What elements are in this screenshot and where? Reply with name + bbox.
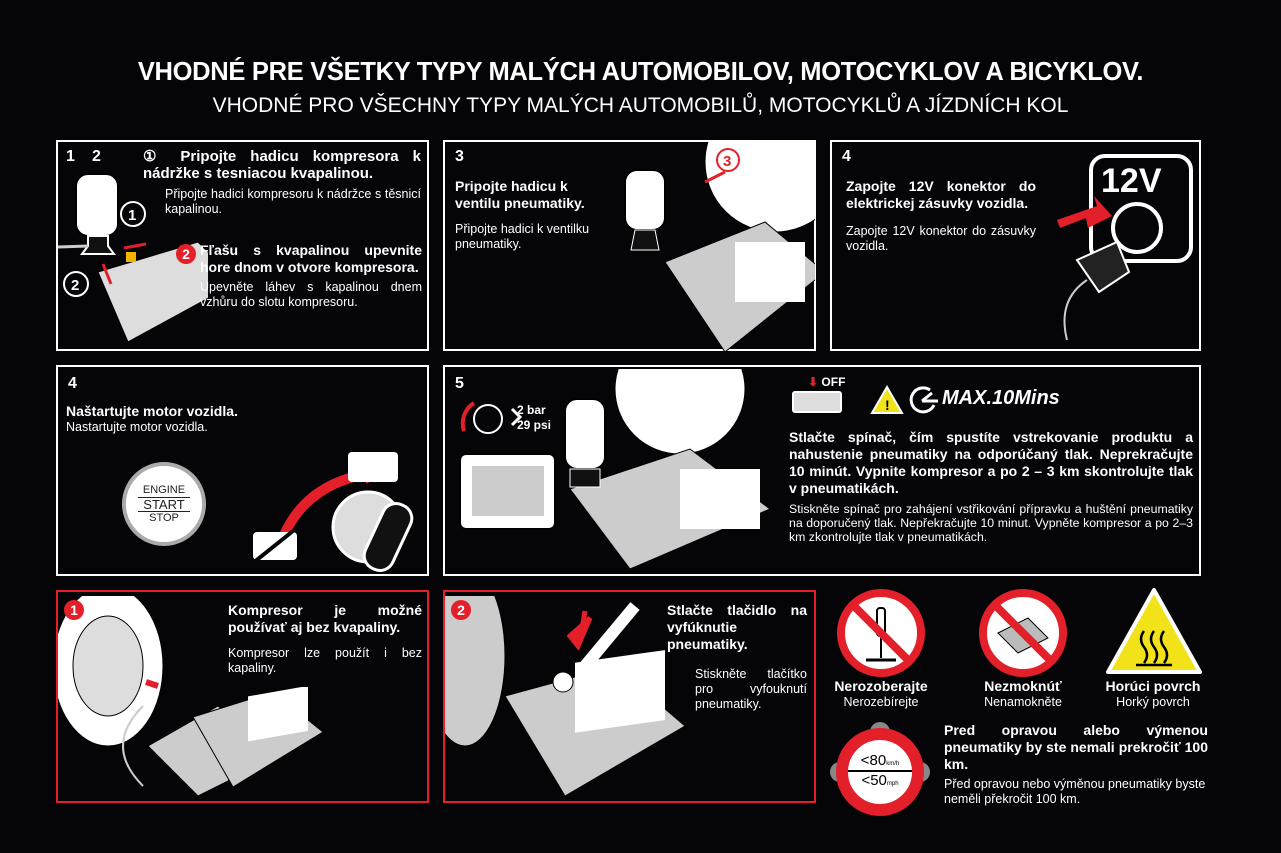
speed-kmh-unit: km/h: [886, 761, 900, 767]
speed-note: Pred opravou alebo výmenou pneumatiky by…: [944, 722, 1208, 807]
panel-note-2: 2 Stlačte tlačidlo na vyfúknutie pneumat…: [443, 590, 816, 803]
svg-text:12V: 12V: [1101, 162, 1162, 200]
note-2-normal: Stiskněte tlačítko pro vyfouknutí pneuma…: [695, 667, 807, 711]
warning-label-normal: Nerozebírejte: [843, 695, 919, 709]
timer-icon: [909, 386, 938, 414]
title-czech: VHODNÉ PRO VŠECHNY TYPY MALÝCH AUTOMOBIL…: [212, 94, 1069, 117]
panel-step-3: 3 3 Pripojte hadicu k ventilu pneumatiky…: [443, 140, 816, 351]
instruction-3: Pripojte hadicu k ventilu pneumatiky. Př…: [455, 178, 615, 252]
engine-start-stop-button: ENGINE START STOP: [122, 462, 206, 546]
warning-hot-surface: Horúci povrch Horký povrch: [1088, 678, 1218, 710]
pressure-bar: 2 bar: [517, 403, 546, 417]
speed-limit-face: <80km/h <50mph: [836, 728, 924, 816]
no-disassembly-icon: [837, 589, 925, 677]
warning-no-disassembly: Nerozoberajte Nerozebírejte: [816, 678, 946, 710]
max-time-label: MAX.10Mins: [942, 387, 1060, 409]
warning-label-normal: Nenamokněte: [984, 695, 1062, 709]
ignition-key-illustration: [248, 452, 414, 572]
deflate-button-illustration: [445, 596, 685, 797]
note-2-bold: Stlačte tlačidlo na vyfúknutie pneumatik…: [667, 602, 807, 652]
instruction-4a: Zapojte 12V konektor do elektrickej zásu…: [846, 178, 1036, 254]
12v-socket-illustration: 12V: [1057, 154, 1193, 341]
svg-text:2: 2: [71, 277, 79, 294]
instruction-2-bold: Fľašu s kvapalinou upevnite hore dnom v …: [200, 242, 422, 275]
power-switch-icon: [792, 391, 842, 413]
instruction-1-bold: ① Pripojte hadicu kompresora k nádržke s…: [143, 148, 421, 182]
panel-note-1: 1 Kompresor je možné používať aj bez kva…: [56, 590, 429, 803]
instruction-4a-normal: Zapojte 12V konektor do zásuvky vozidla.: [846, 224, 1036, 253]
pressure-psi: 29 psi: [517, 418, 552, 432]
instruction-5-normal: Stiskněte spínač pro zahájení vstřikován…: [789, 502, 1193, 544]
callout-2-badge: 2: [176, 244, 196, 264]
title-slovak: VHODNÉ PRE VŠETKY TYPY MALÝCH AUTOMOBILO…: [137, 58, 1144, 86]
hose-tire-illustration: 3: [624, 142, 815, 351]
speed-kmh: <80: [860, 752, 887, 769]
step-number: 4: [68, 375, 77, 392]
speed-mph: <50: [861, 772, 887, 789]
warning-label-bold: Nezmoknúť: [984, 678, 1062, 694]
keep-dry-icon: [979, 589, 1067, 677]
note-number-badge: 1: [64, 600, 84, 620]
panel-step-5: 5 2 bar 29 psi ⬇ OFF ! MAX.10Mins Stlačt…: [443, 365, 1201, 576]
note-number-badge: 2: [451, 600, 471, 620]
instruction-5-bold: Stlačte spínač, čím spustíte vstrekovani…: [789, 429, 1193, 496]
note-1-bold: Kompresor je možné používať aj bez kvapa…: [228, 602, 422, 635]
speed-note-normal: Před opravou nebo výměnou pneumatiky bys…: [944, 777, 1206, 806]
step-number: 5: [455, 375, 464, 392]
button-line: START: [138, 497, 190, 512]
warning-keep-dry: Nezmoknúť Nenamokněte: [958, 678, 1088, 710]
speed-limit-sign: <80km/h <50mph: [830, 722, 930, 822]
hot-surface-icon: [1106, 588, 1202, 674]
bottle-compressor-illustration: 1 2: [58, 173, 208, 343]
note-1-text: Kompresor je možné používať aj bez kvapa…: [228, 602, 422, 676]
instruction-4a-bold: Zapojte 12V konektor do elektrickej zásu…: [846, 178, 1036, 211]
off-label: ⬇ OFF: [808, 375, 846, 389]
instruction-1-normal: Připojte hadici kompresoru k nádržce s t…: [165, 187, 421, 216]
svg-text:!: !: [885, 397, 890, 413]
instruction-1: ① Pripojte hadicu kompresora k nádržke s…: [143, 148, 421, 217]
pressure-readout: 2 bar 29 psi: [517, 403, 551, 433]
instruction-3-normal: Připojte hadici k ventilku pneumatiky.: [455, 222, 590, 251]
instruction-2: Fľašu s kvapalinou upevnite hore dnom v …: [200, 242, 422, 310]
instruction-4b: Naštartujte motor vozidla. Nastartujte m…: [66, 403, 238, 435]
note-1-normal: Kompresor lze použít i bez kapaliny.: [228, 646, 422, 675]
warning-label-bold: Horúci povrch: [1105, 678, 1201, 694]
panel-step-4-engine: 4 Naštartujte motor vozidla. Nastartujte…: [56, 365, 429, 576]
panel-step-1-2: 1 2 1 2 ① Pripojte hadicu kompresora k n…: [56, 140, 429, 351]
svg-text:1: 1: [128, 207, 136, 224]
instruction-2-normal: Upevněte láhev s kapalinou dnem vzhůru d…: [200, 280, 422, 309]
button-line: ENGINE: [142, 484, 186, 496]
instruction-5: Stlačte spínač, čím spustíte vstrekovani…: [789, 429, 1193, 544]
button-line: STOP: [149, 512, 179, 524]
panel-step-4-connector: 4 Zapojte 12V konektor do elektrickej zá…: [830, 140, 1201, 351]
warning-label-normal: Horký povrch: [1116, 695, 1190, 709]
compressor-tire-illustration: [58, 596, 228, 797]
instruction-3-bold: Pripojte hadicu k ventilu pneumatiky.: [455, 178, 585, 211]
speed-mph-unit: mph: [886, 781, 899, 787]
svg-text:3: 3: [723, 153, 731, 170]
down-arrow-icon: ⬇: [808, 375, 819, 389]
instruction-4b-normal: Nastartujte motor vozidla.: [66, 420, 208, 434]
speed-note-bold: Pred opravou alebo výmenou pneumatiky by…: [944, 722, 1208, 772]
step-number: 4: [842, 148, 851, 165]
warning-label-bold: Nerozoberajte: [834, 678, 928, 694]
step-number: 2: [92, 148, 101, 165]
step-number: 1: [66, 148, 75, 165]
step-number: 3: [455, 148, 464, 165]
instruction-4b-bold: Naštartujte motor vozidla.: [66, 403, 238, 419]
warning-triangle-icon: !: [870, 385, 904, 414]
note-2-text: Stlačte tlačidlo na vyfúknutie pneumatik…: [667, 602, 807, 712]
compressor-illustration: [192, 687, 324, 788]
gauge-switch-illustration: [459, 369, 771, 570]
switch-warning-row: ⬇ OFF ! MAX.10Mins: [770, 375, 1190, 417]
